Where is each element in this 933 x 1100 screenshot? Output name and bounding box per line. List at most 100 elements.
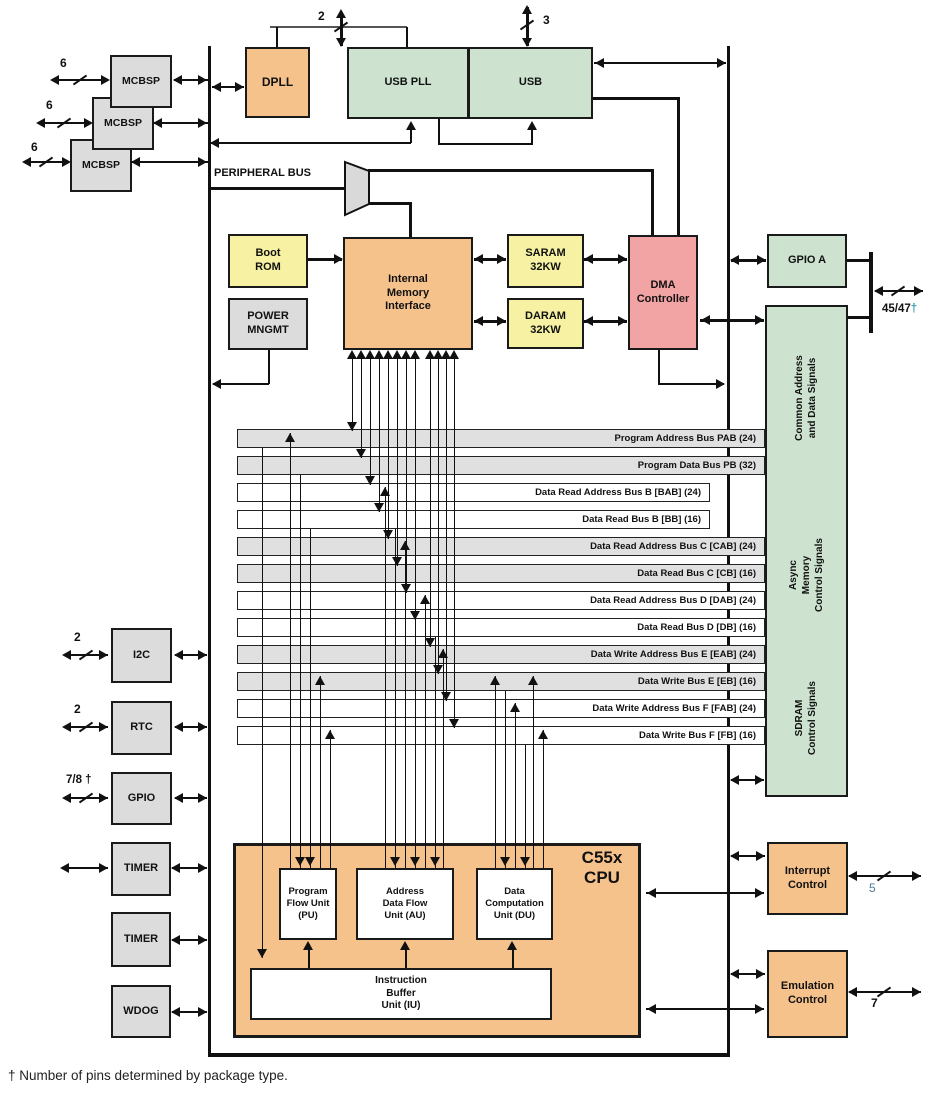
cpu-title: C55x CPU: [581, 848, 623, 887]
wire: [435, 637, 437, 868]
wire: [869, 252, 873, 333]
arrowhead: [500, 857, 510, 866]
arrowhead: [212, 379, 221, 389]
usb-label: USB: [518, 76, 543, 89]
pin-count-gpio: 7/8 †: [66, 774, 92, 786]
wire: [731, 973, 765, 976]
arrowhead: [527, 121, 537, 130]
mcbsp-2-label: MCBSP: [104, 116, 142, 129]
arrowhead: [383, 530, 393, 539]
arrowhead: [257, 949, 267, 958]
arrowhead: [438, 649, 448, 658]
arrowhead: [295, 857, 305, 866]
wire: [379, 352, 381, 512]
wire: [533, 676, 535, 868]
peripheral-bus-label: PERIPHERAL BUS: [214, 167, 311, 179]
mcbsp-2-block: MCBSP: [92, 97, 154, 150]
gpio-block: GPIO: [111, 772, 172, 825]
wire: [397, 352, 399, 566]
boot-rom-block: Boot ROM: [228, 234, 308, 288]
arrowhead: [522, 38, 532, 47]
wire: [474, 320, 506, 323]
data-computation-unit-block: Data Computation Unit (DU): [476, 868, 553, 940]
wire: [646, 892, 764, 895]
wire: [405, 944, 408, 968]
arrowhead: [374, 350, 384, 359]
wire: [330, 730, 332, 868]
instruction-buffer-unit-label: Instruction Buffer Unit (IU): [375, 975, 427, 1012]
wire: [677, 97, 680, 235]
arrowhead: [198, 157, 207, 167]
wire: [320, 676, 322, 868]
wire: [415, 583, 417, 868]
wdog-block: WDOG: [111, 985, 171, 1038]
pin-count-mcbsp1: 6: [60, 56, 67, 70]
arrowhead: [848, 871, 857, 881]
footnote: † Number of pins determined by package t…: [8, 1068, 288, 1083]
wire: [132, 161, 208, 164]
arrowhead: [325, 730, 335, 739]
wire: [361, 352, 363, 458]
arrowhead: [303, 941, 313, 950]
arrowhead: [410, 611, 420, 620]
pin-count-interrupt: 5: [869, 881, 876, 895]
wire: [208, 46, 211, 1056]
arrowhead: [101, 75, 110, 85]
arrowhead: [380, 487, 390, 496]
arrowhead: [528, 676, 538, 685]
arrowhead: [425, 350, 435, 359]
arrowhead: [131, 157, 140, 167]
arrowhead: [36, 118, 45, 128]
arrowhead: [433, 665, 443, 674]
io-count-text: 45/47: [882, 303, 911, 315]
pin-count-mcbsp3: 6: [31, 140, 38, 154]
bus-bar: Data Read Address Bus D [DAB] (24): [237, 591, 765, 610]
bus-bar: Program Data Bus PB (32): [237, 456, 765, 475]
wire: [658, 350, 661, 384]
sdram-control-signals-label: SDRAM Control Signals: [794, 681, 818, 755]
wire: [438, 143, 533, 145]
arrowhead: [347, 350, 357, 359]
power-mngmt-block: POWER MNGMT: [228, 298, 308, 350]
arrowhead: [305, 857, 315, 866]
wire: [425, 595, 427, 868]
pin-count-rtc: 2: [74, 702, 81, 716]
wire: [175, 654, 207, 657]
arrowhead: [356, 449, 366, 458]
arrowhead: [173, 75, 182, 85]
bus-bar: Data Read Bus C [CB] (16): [237, 564, 765, 583]
wire: [172, 867, 207, 870]
arrowhead: [212, 82, 221, 92]
arrowhead: [400, 941, 410, 950]
arrowhead: [401, 584, 411, 593]
pin-count-io: 45/47†: [882, 303, 917, 316]
wire: [174, 79, 208, 82]
data-computation-unit-label: Data Computation Unit (DU): [485, 886, 544, 921]
arrowhead: [99, 793, 108, 803]
usb-pll-label: USB PLL: [384, 76, 432, 89]
wire: [208, 1053, 730, 1057]
arrowhead: [60, 863, 69, 873]
wire: [438, 118, 440, 145]
pin-count-i2c: 2: [74, 630, 81, 644]
bus-bar: Data Read Bus B [BB] (16): [237, 510, 710, 529]
peripheral-bus-mux: [344, 160, 370, 217]
external-signals-block: [765, 305, 848, 797]
timer-2-block: TIMER: [111, 912, 171, 967]
arrowhead: [848, 987, 857, 997]
wire: [526, 7, 529, 46]
arrowhead: [757, 255, 766, 265]
instruction-buffer-unit-block: Instruction Buffer Unit (IU): [250, 968, 552, 1020]
pin-count-usb: 3: [543, 13, 550, 27]
arrowhead: [315, 676, 325, 685]
wire: [430, 352, 432, 647]
arrowhead: [538, 730, 548, 739]
arrowhead: [171, 935, 180, 945]
arrowhead: [174, 722, 183, 732]
arrowhead: [912, 987, 921, 997]
arrowhead: [510, 703, 520, 712]
arrowhead: [336, 9, 346, 18]
wire: [340, 12, 343, 46]
wire: [531, 123, 533, 144]
wire: [210, 187, 346, 190]
